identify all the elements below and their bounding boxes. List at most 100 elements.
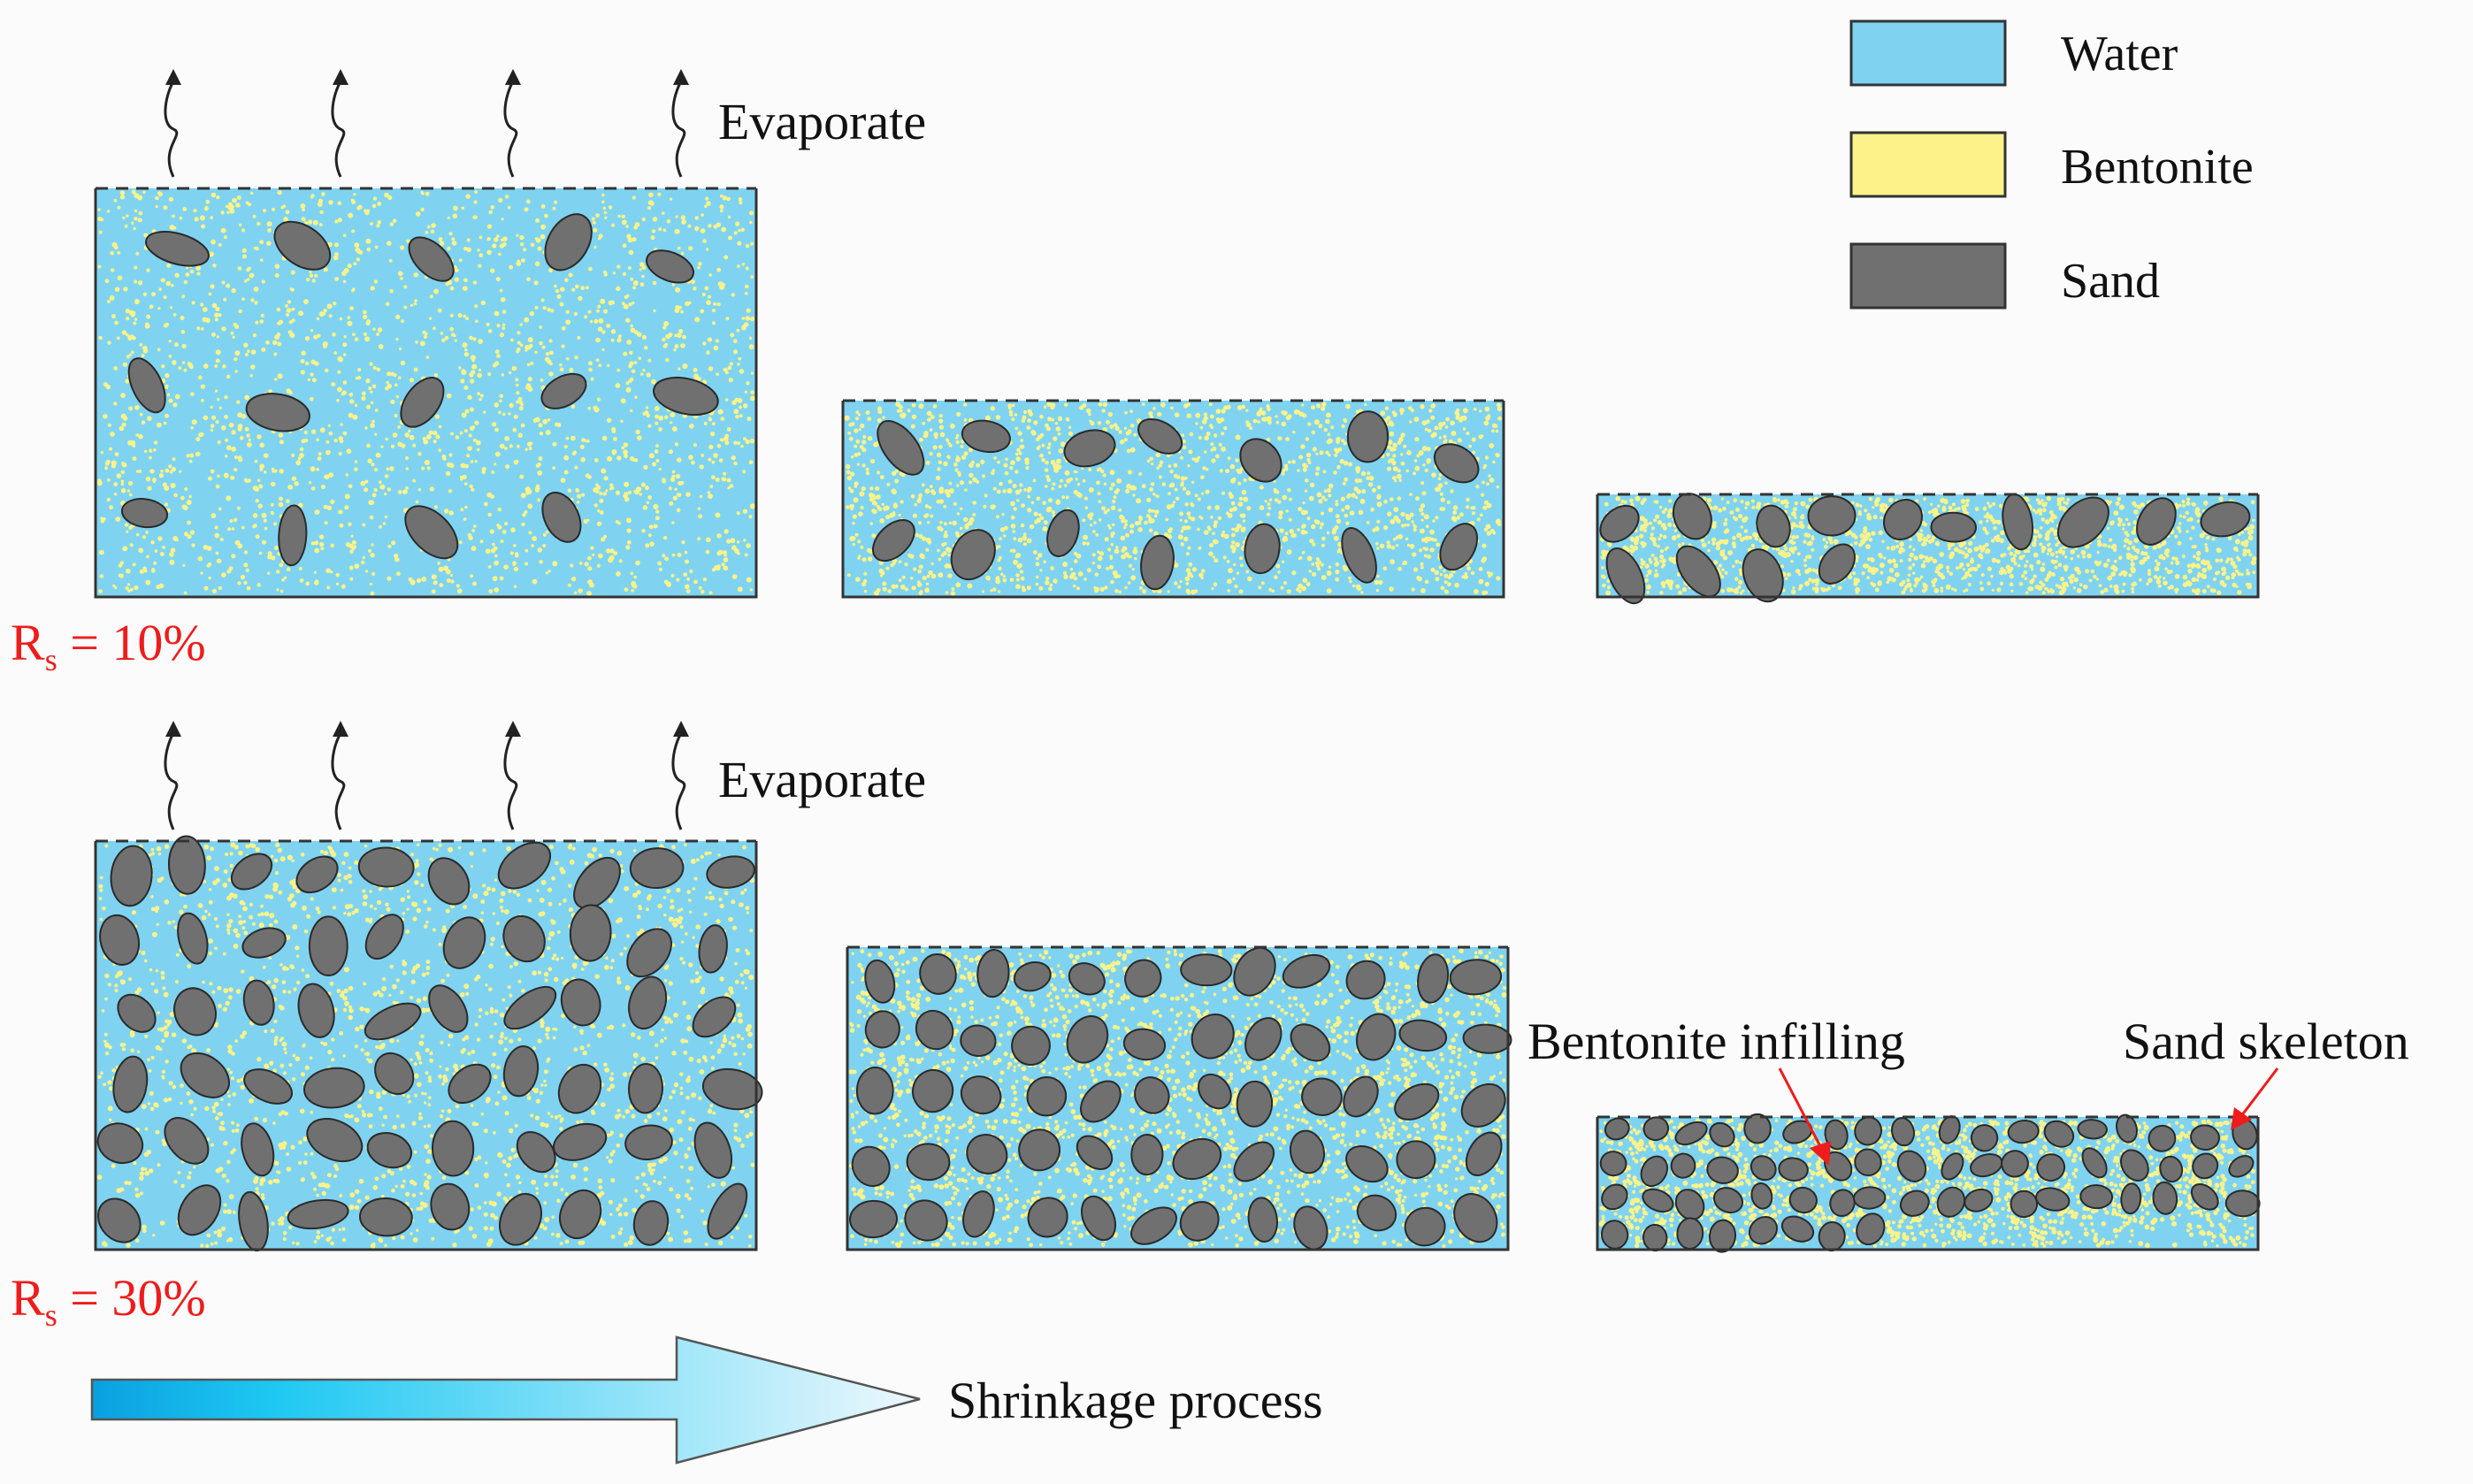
sand-grain (306, 1118, 364, 1163)
sand-grain (2159, 1155, 2184, 1183)
sand-grain (1198, 1073, 1232, 1110)
rs-symbol: R (11, 614, 45, 671)
sand-grain (904, 1199, 948, 1242)
shrinkage-process-arrow: Shrinkage process (90, 1335, 1323, 1465)
sand-grain (1236, 1080, 1274, 1128)
sand-grain (628, 975, 668, 1030)
sand-grain (560, 978, 601, 1027)
container-outline (1596, 494, 2260, 599)
sand-grain (1398, 1019, 1448, 1052)
sand-grain (1854, 1148, 1882, 1177)
sand-grain (167, 835, 206, 895)
process-arrow-shape (90, 1335, 921, 1465)
process-arrow-label: Shrinkage process (948, 1372, 1323, 1429)
sand-grain (177, 912, 209, 965)
sand-grain (430, 1182, 471, 1231)
sand-grain (1233, 946, 1276, 997)
evaporation-arrow (331, 721, 348, 830)
bentonite-infilling-label: Bentonite infilling (1527, 1013, 1905, 1070)
sand-grain (1743, 1113, 1772, 1144)
row-rs30: Evaporate Rs = 30% (11, 721, 2261, 1333)
sand-grain (374, 1052, 415, 1096)
sand-grain (404, 505, 459, 560)
evaporate-label: Evaporate (718, 93, 926, 150)
sand-grain (701, 1067, 763, 1111)
sand-grain (303, 1067, 365, 1109)
sand-grain (1345, 1145, 1389, 1183)
sand-grains (872, 410, 1480, 591)
evaporation-arrows (164, 721, 689, 830)
sand-grain (295, 855, 339, 894)
sand-grain (1026, 1075, 1068, 1117)
sand-grain (297, 983, 335, 1038)
sand-grain (559, 1189, 602, 1240)
sand-grain (1244, 1017, 1282, 1061)
sand-grain (120, 498, 169, 529)
sand-grain (180, 1052, 230, 1098)
sand-grain (906, 1143, 951, 1182)
sand-grain (2007, 1120, 2040, 1144)
sand-grain (2001, 1150, 2029, 1178)
legend: Water Bentonite Sand (1849, 19, 2254, 310)
sand-grain (499, 1193, 542, 1246)
sample-box-initial (94, 187, 758, 599)
sand-grain (1076, 1135, 1114, 1171)
sand-grain (359, 1197, 413, 1237)
sand-grain (1179, 1201, 1220, 1242)
sand-grain (1788, 1186, 1818, 1214)
sand-grain (1396, 1140, 1436, 1180)
sand-grain (1674, 1189, 1705, 1220)
sand-grain (627, 1063, 664, 1114)
sand-grain (1460, 1082, 1506, 1128)
sand-grain (408, 236, 455, 282)
sand-grain (1818, 543, 1856, 585)
sand-grain (1346, 410, 1390, 463)
sand-grain (242, 979, 275, 1026)
sand-grain (127, 357, 166, 414)
sand-grain (950, 529, 996, 581)
container-outline (94, 188, 758, 599)
sand-grain (1122, 1028, 1167, 1061)
sand-grain (1244, 523, 1281, 575)
sand-grain (1964, 1188, 1994, 1212)
sand-grain (1355, 1013, 1397, 1061)
sand-grain (1941, 1152, 1964, 1181)
sand-grain (877, 420, 925, 476)
evaporation-arrows (164, 69, 689, 178)
sand-grain (2120, 1182, 2142, 1215)
sand-grain (1604, 1117, 1630, 1141)
sand-grain (2081, 1147, 2108, 1179)
sand-grain (448, 1063, 492, 1105)
sand-grain (2079, 1184, 2114, 1210)
sand-grain (864, 959, 896, 1004)
sand-grain (653, 376, 719, 417)
sand-grain (915, 1009, 954, 1051)
sand-grain (960, 1024, 997, 1058)
sand-grain (851, 1145, 891, 1188)
legend-sand-swatch (1849, 242, 2007, 310)
sand-grains (96, 835, 763, 1252)
sand-grain (1018, 1128, 1061, 1172)
sand-grain (2035, 1187, 2071, 1212)
sand-grain (173, 987, 217, 1037)
sand-grain (962, 1190, 995, 1238)
sand-grain (1239, 438, 1282, 483)
rs-subscript: s (45, 1297, 57, 1333)
sand-grain (1356, 1194, 1397, 1232)
sand-grain (692, 996, 737, 1038)
sand-grain (541, 492, 582, 543)
sand-grain (855, 1067, 894, 1115)
sand-grain (1063, 429, 1116, 468)
sample-box-final (1596, 1113, 2261, 1253)
sand-grain (1433, 443, 1480, 484)
sand-grain (364, 1002, 422, 1041)
sand-grain (1046, 509, 1080, 557)
sand-skeleton-arrow (2231, 1067, 2279, 1130)
sand-grain (1345, 960, 1386, 1000)
sand-grain (1130, 1206, 1177, 1245)
legend-water-label: Water (2061, 27, 2178, 81)
evaporation-arrow (164, 69, 181, 178)
sand-grain (2200, 501, 2251, 538)
sample-box-intermediate (846, 945, 1512, 1251)
sand-grain (110, 845, 153, 907)
